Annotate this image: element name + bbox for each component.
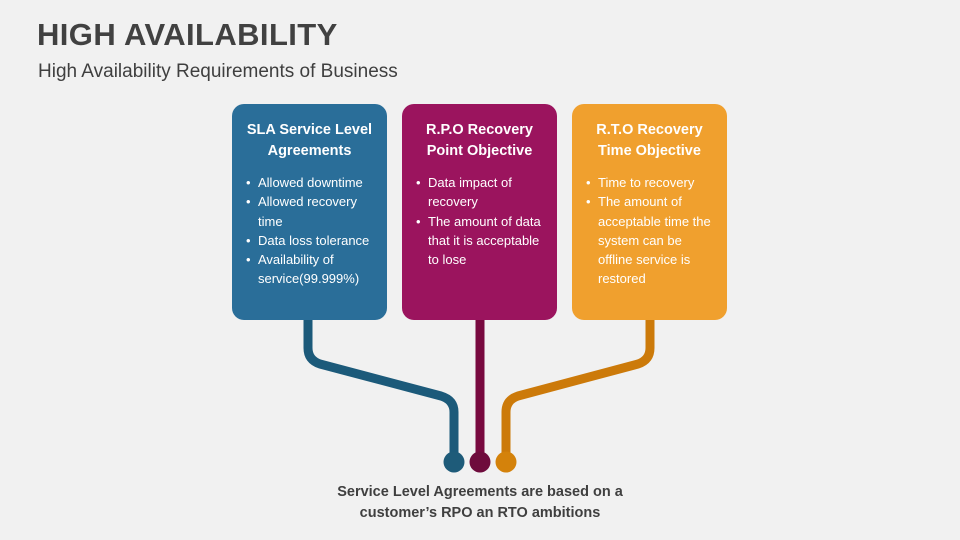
list-item-label: The amount of data that it is acceptable… (428, 213, 541, 268)
list-item: • Data impact of recovery (414, 173, 545, 211)
bullet-icon: • (586, 194, 591, 210)
list-item: • The amount of data that it is acceptabl… (414, 212, 545, 270)
bullet-icon: • (246, 252, 251, 268)
connector-dot-rpo (469, 451, 491, 473)
list-item-label: Allowed downtime (258, 175, 363, 191)
bullet-icon: • (416, 175, 421, 191)
page-subtitle: High Availability Requirements of Busine… (38, 61, 398, 82)
list-item-label: Time to recovery (598, 175, 695, 191)
card-rto[interactable]: R.T.O Recovery Time Objective • Time to r… (572, 104, 727, 320)
caption-line-1: Service Level Agreements are based on a (337, 484, 623, 500)
list-item-label: Allowed recovery time (258, 194, 357, 229)
list-item: • Allowed recovery time (244, 192, 375, 230)
bullet-icon: • (586, 175, 591, 191)
card-sla[interactable]: SLA Service Level Agreements • Allowed do… (232, 104, 387, 320)
list-item: • Data loss tolerance (244, 231, 375, 250)
bullet-icon: • (246, 232, 251, 248)
list-item-label: The amount of acceptable time the system… (598, 194, 711, 287)
list-item-label: Data loss tolerance (258, 232, 370, 248)
bullet-icon: • (246, 194, 251, 210)
card-sla-title: SLA Service Level Agreements (246, 122, 373, 159)
card-rto-title: R.T.O Recovery Time Objective (596, 122, 703, 159)
bullet-icon: • (246, 175, 251, 191)
caption: Service Level Agreements are based on a … (0, 482, 960, 524)
list-item: • Time to recovery (584, 173, 715, 192)
caption-line-2: customer’s RPO an RTO ambitions (359, 505, 601, 522)
connector-path-rto (501, 313, 655, 460)
connector-dot-sla (443, 451, 465, 473)
card-rto-bullet-list: • Time to recovery • The amount of accepta… (584, 173, 715, 288)
page-title: HIGH AVAILABILITY (37, 17, 338, 52)
list-item: • Allowed downtime (244, 173, 375, 192)
list-item-label: Availability of service(99.999%) (258, 252, 360, 287)
bullet-icon: • (416, 213, 421, 229)
card-rpo-title: R.P.O Recovery Point Objective (426, 122, 533, 159)
card-sla-bullet-list: • Allowed downtime • Allowed recovery time… (244, 173, 375, 288)
list-item-label: Data impact of recovery (428, 175, 512, 210)
card-rpo[interactable]: R.P.O Recovery Point Objective • Data imp… (402, 104, 557, 320)
connector-dot-rto (495, 451, 517, 473)
list-item: • The amount of acceptable time the syste… (584, 192, 715, 288)
card-rpo-bullet-list: • Data impact of recovery • The amount of … (414, 173, 545, 269)
list-item: • Availability of service(99.999%) (244, 250, 375, 288)
connector-path-sla (303, 313, 459, 460)
